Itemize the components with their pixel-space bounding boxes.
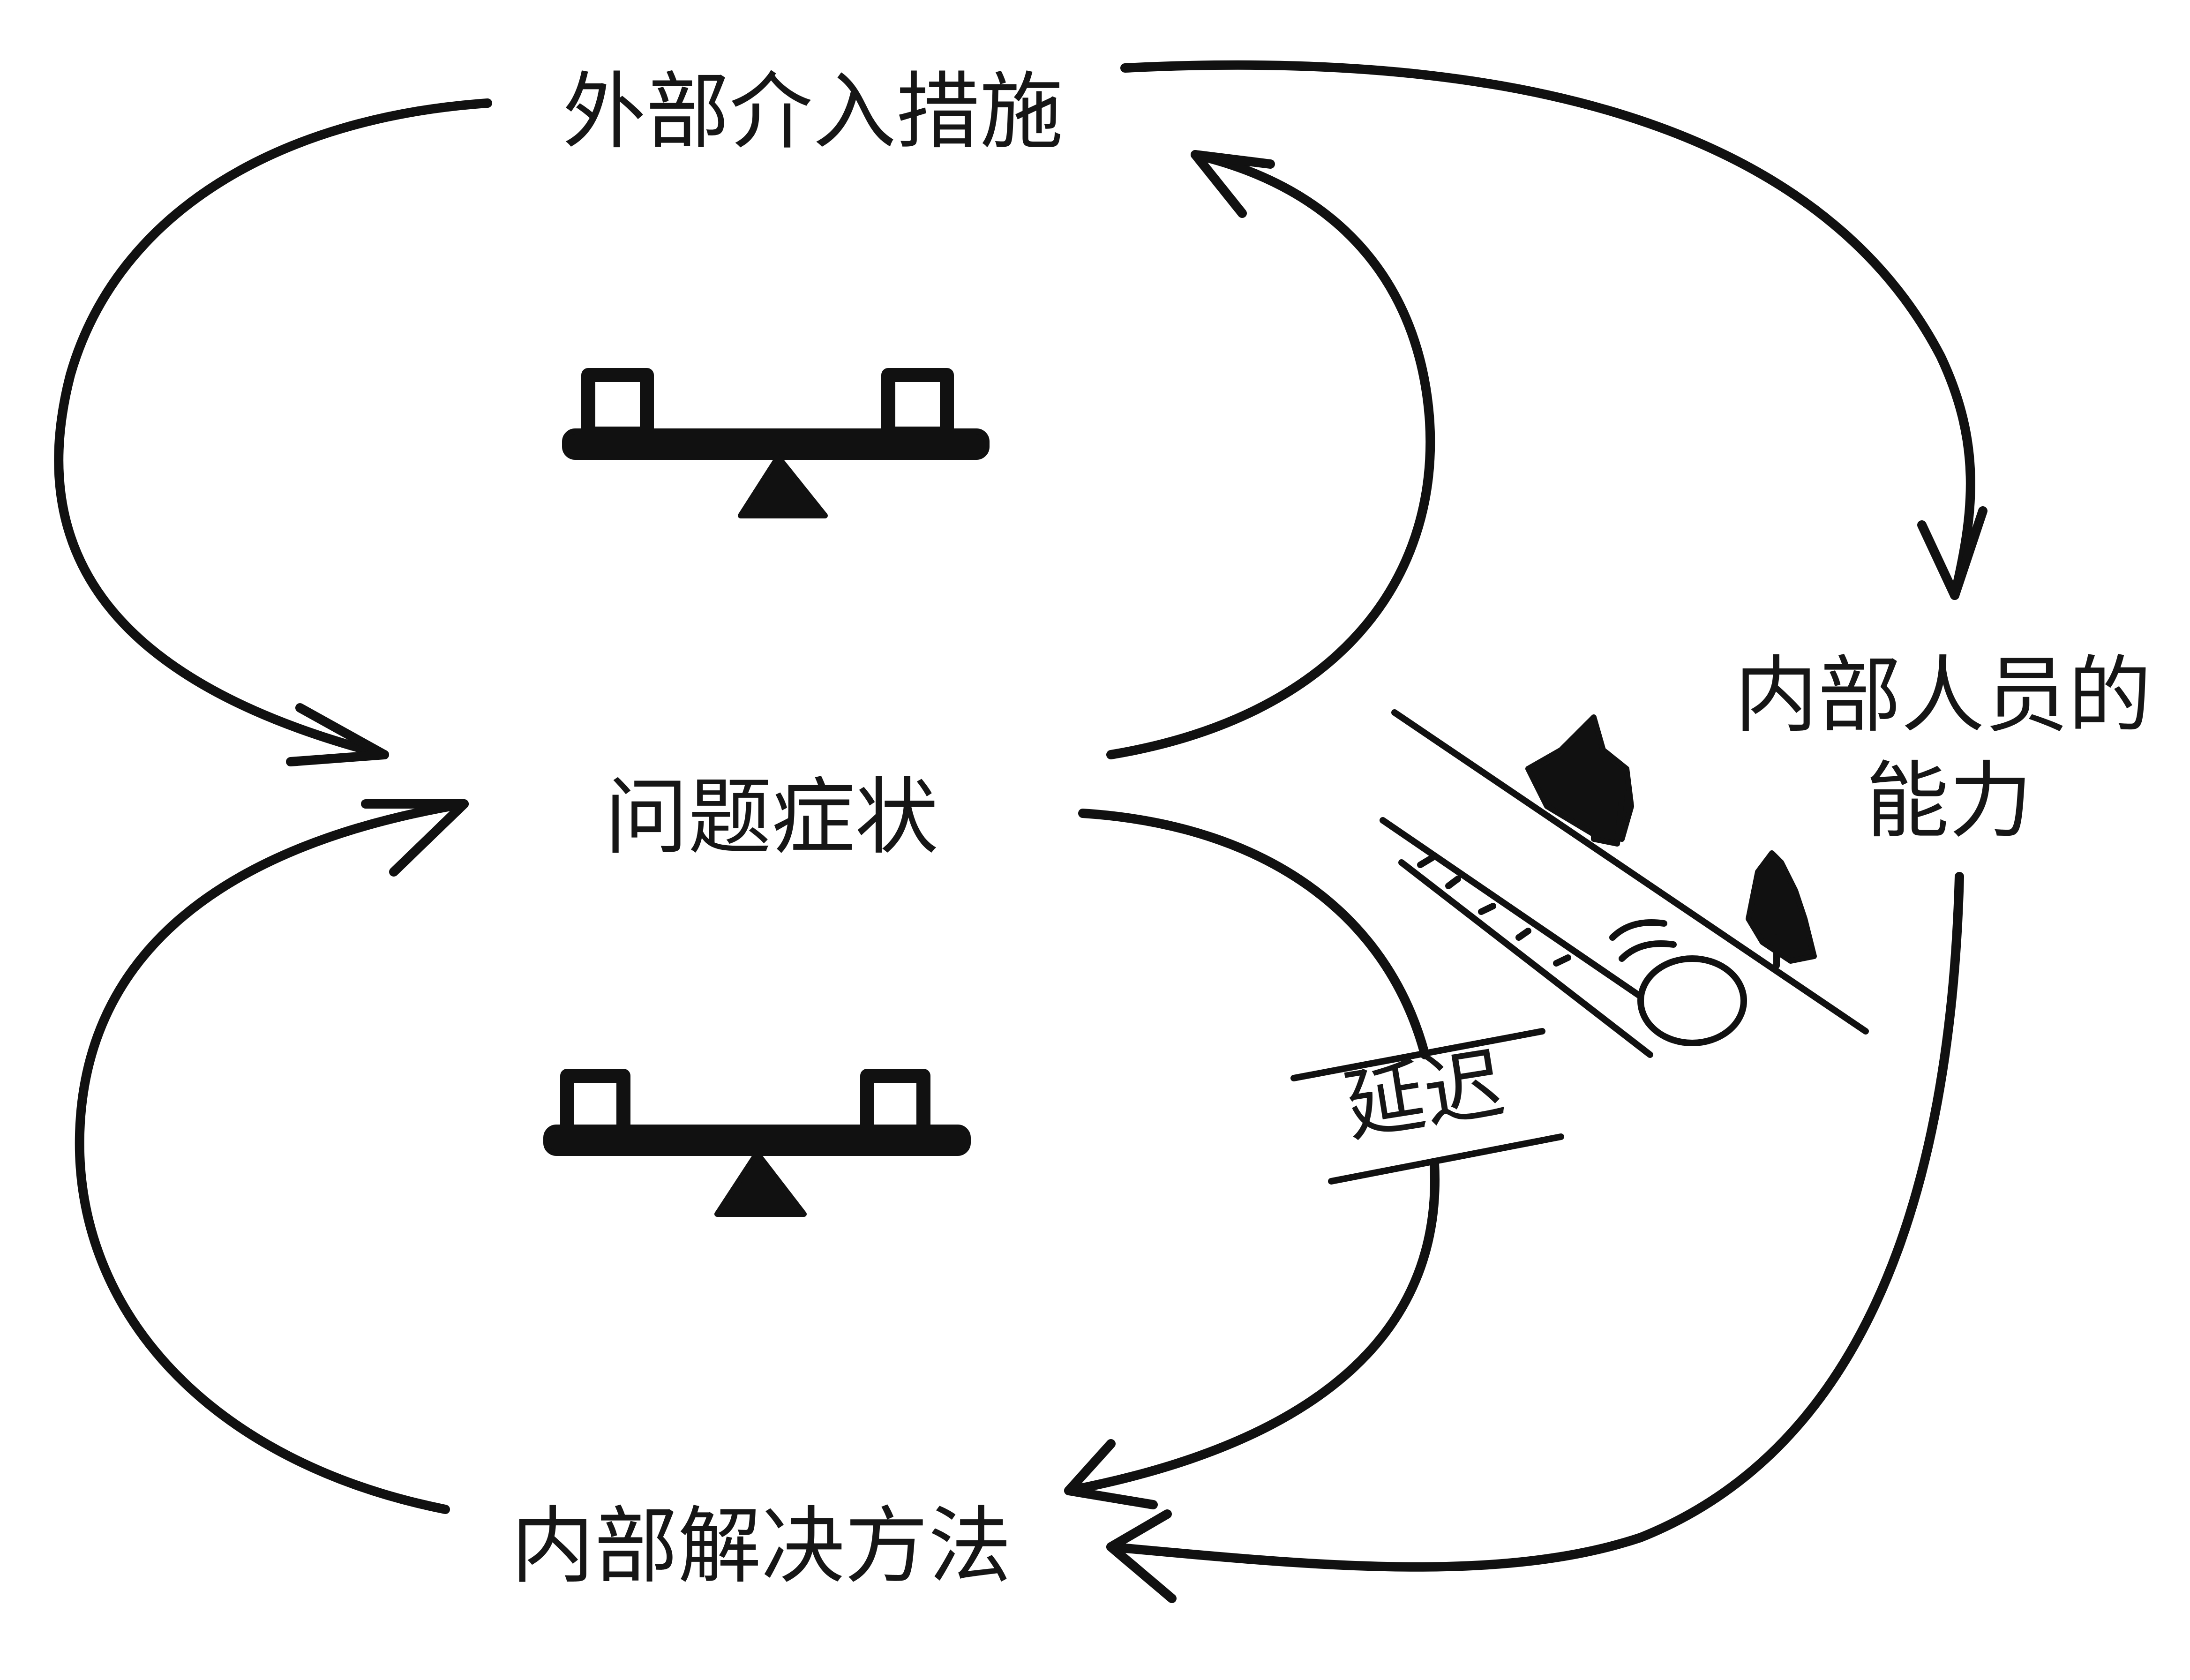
node-internal-capability-line1: 内部人员的 bbox=[1734, 647, 2152, 744]
arrow-capability-to-solution bbox=[1106, 872, 1964, 1603]
arrow-symptom-to-intervention bbox=[1106, 150, 1435, 759]
balance-scale-icon bbox=[543, 1069, 971, 1217]
node-external-intervention: 外部介入措施 bbox=[562, 63, 1063, 160]
node-internal-solution: 内部解决方法 bbox=[511, 1498, 1012, 1595]
node-internal-capability-line2: 能力 bbox=[1866, 752, 2032, 849]
delay-label: 延迟 bbox=[1338, 1037, 1510, 1154]
node-problem-symptom: 问题症状 bbox=[605, 769, 938, 866]
rolling-snowball-icon bbox=[1380, 709, 1869, 1058]
balance-scale-icon bbox=[562, 368, 990, 518]
arrow-symptom-to-solution-delay bbox=[1064, 809, 1564, 1509]
arrow-intervention-to-capability bbox=[1120, 60, 1988, 600]
arrow-intervention-to-symptom bbox=[54, 98, 492, 766]
arrow-solution-to-symptom bbox=[75, 799, 469, 1514]
